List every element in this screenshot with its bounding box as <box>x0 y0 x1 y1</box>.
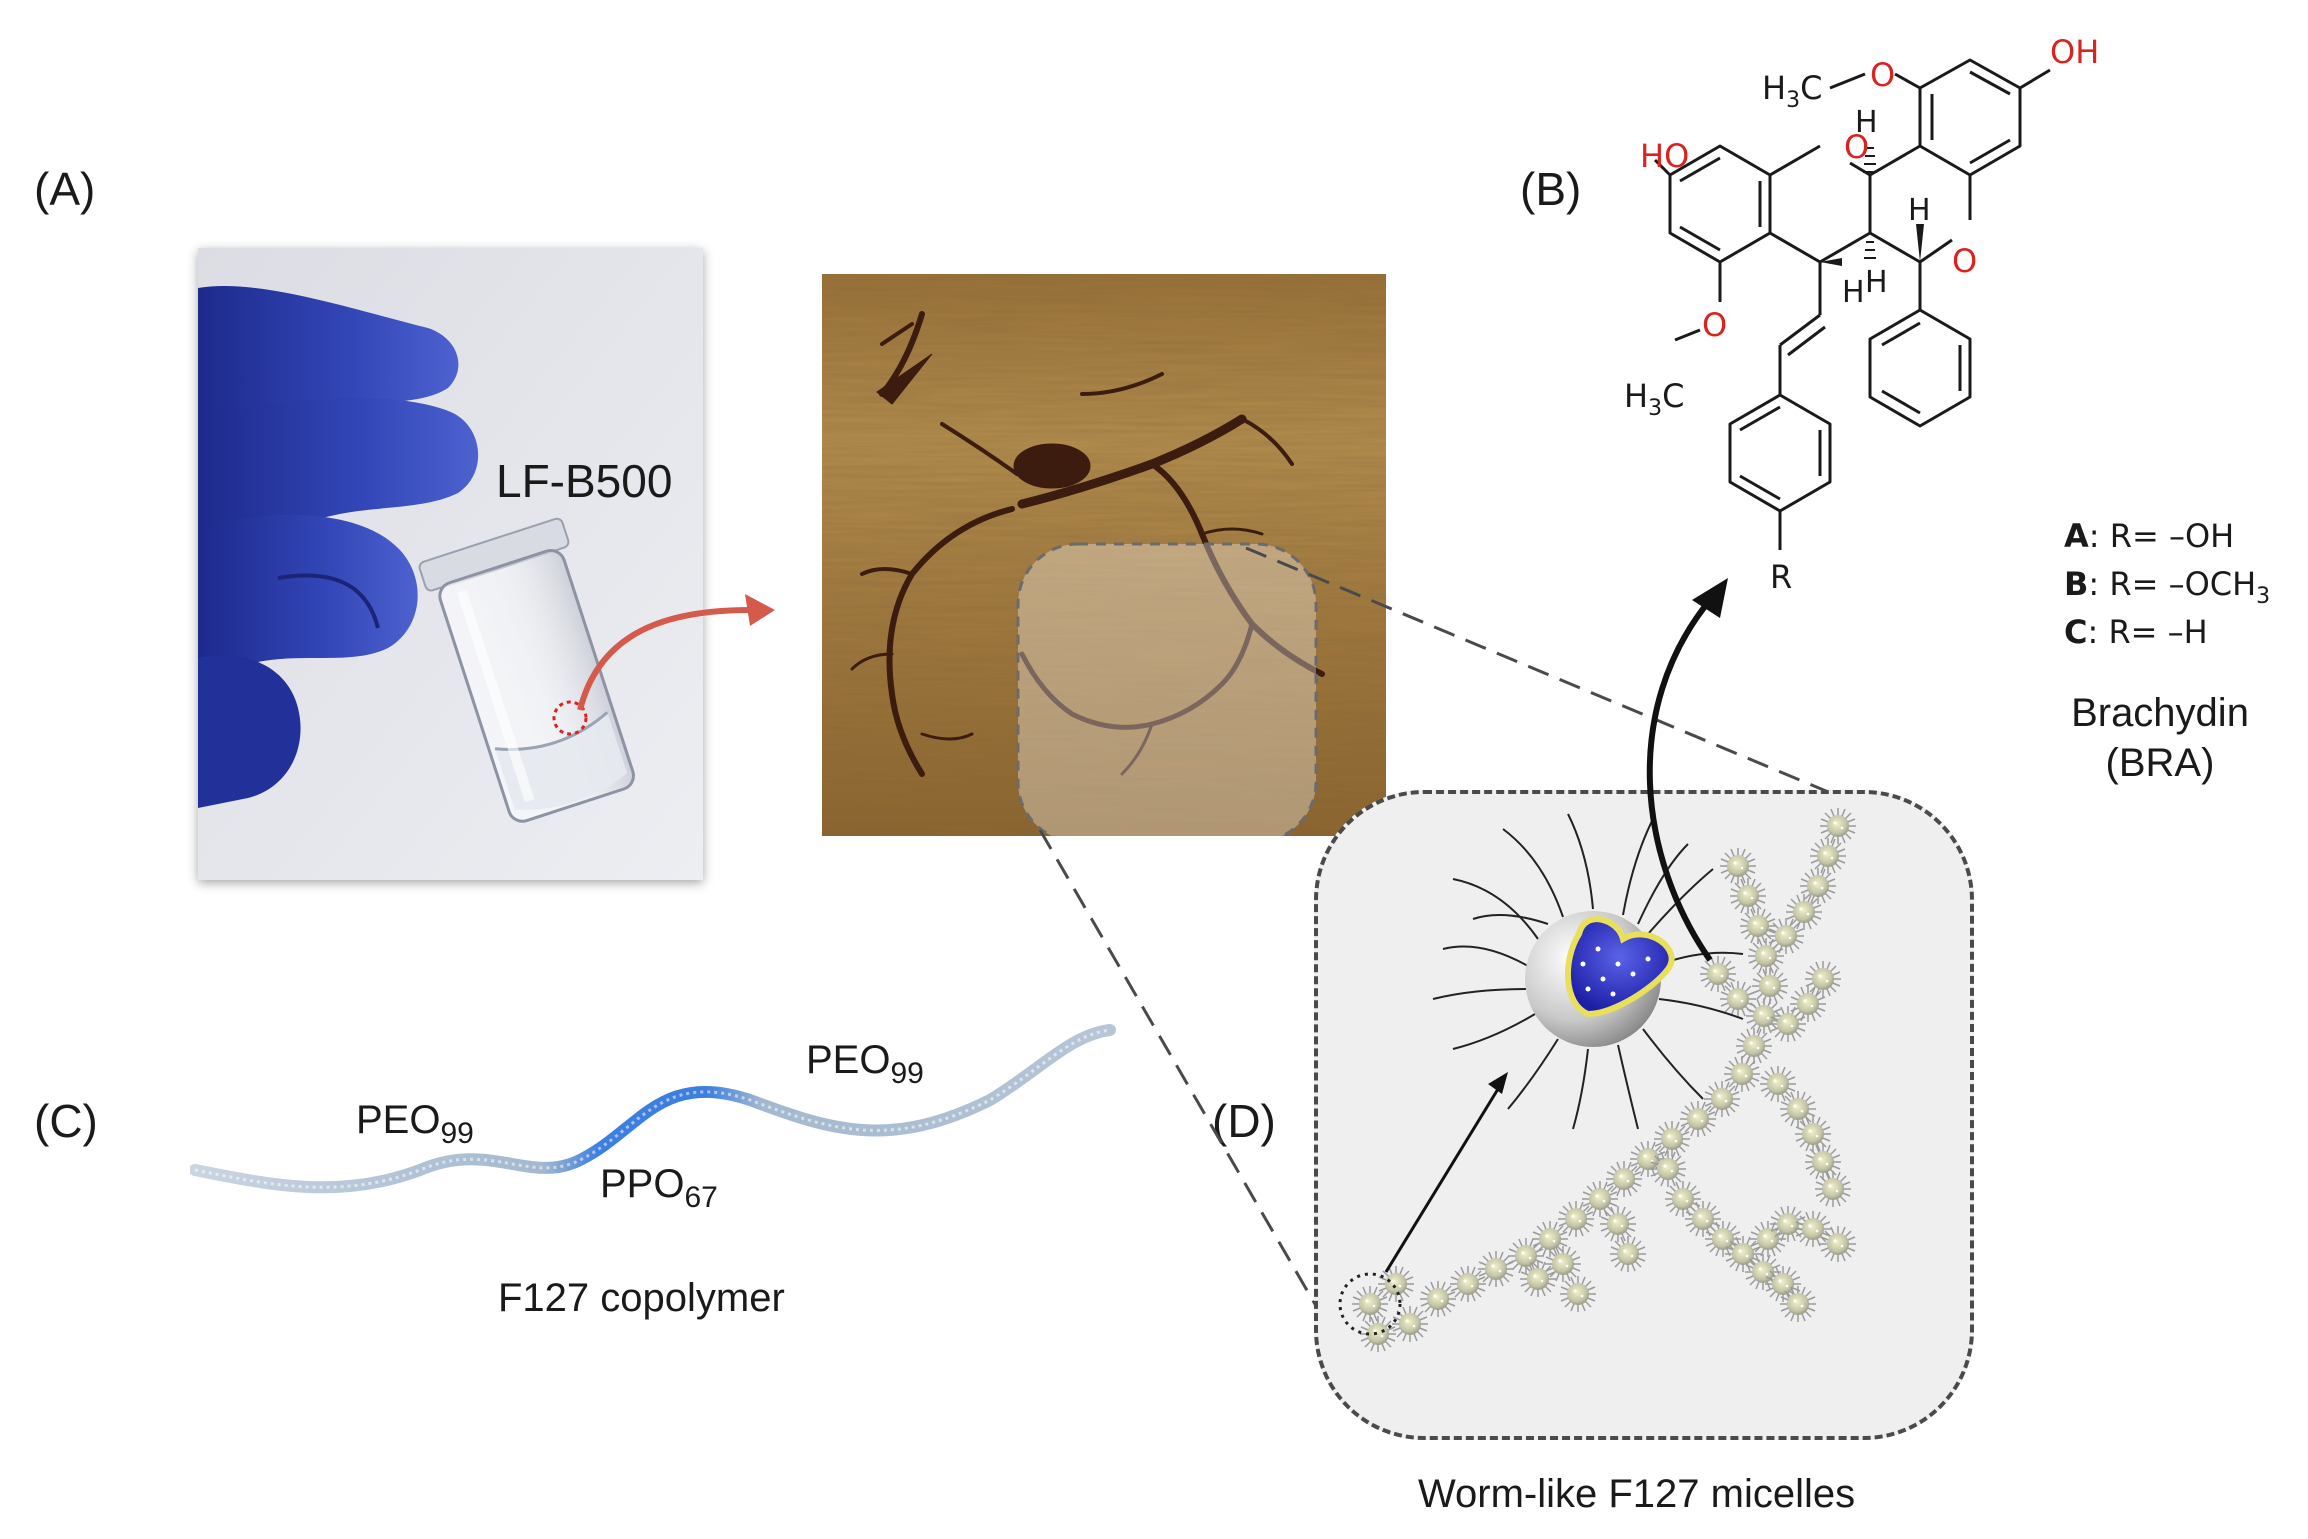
hydrogen-label-2: H <box>1842 275 1865 310</box>
methoxy-oxygen-bottom: O <box>1702 306 1727 344</box>
micelle-caption: Worm-like F127 micelles <box>1418 1472 1856 1516</box>
afm-image <box>822 274 1386 836</box>
panel-label-d: (D) <box>1212 1095 1276 1147</box>
methyl-bottom-label: H3C <box>1624 377 1685 421</box>
r-variant-c: C: R= –H <box>2064 613 2208 651</box>
r-variant-a: A: R= –OH <box>2064 517 2235 555</box>
copolymer-caption: F127 copolymer <box>498 1276 785 1320</box>
ring-oxygen-2: O <box>1952 242 1977 280</box>
f127-chain <box>190 1024 1116 1194</box>
red-transfer-arrow <box>577 594 775 711</box>
methoxy-oxygen-top: O <box>1870 56 1895 94</box>
compound-name: Brachydin (BRA) <box>2071 691 2249 785</box>
oh-right-label: OH <box>2050 33 2100 71</box>
r-group-label: R <box>1770 558 1792 596</box>
vial-photo: LF-B500 <box>198 248 703 880</box>
panel-label-a: (A) <box>34 163 96 215</box>
ppo-label: PPO67 <box>600 1162 718 1214</box>
micelle-panel <box>1314 790 1974 1440</box>
peo-right-label: PEO99 <box>806 1038 924 1090</box>
enlarged-micelle <box>1432 813 1744 1130</box>
selected-micelle-ring <box>1338 1272 1402 1336</box>
methyl-top-label: H3C <box>1762 69 1823 113</box>
panel-label-c: (C) <box>34 1095 98 1147</box>
release-arrow <box>1646 578 1728 962</box>
peo-left-label: PEO99 <box>356 1098 474 1150</box>
r-variant-list: A: R= –OH B: R= –OCH3 C: R= –H <box>2064 520 2270 648</box>
hydrogen-label-3: H <box>1865 265 1888 300</box>
brachydin-structure: O O O O H H H H R <box>1653 56 2051 596</box>
hydrogen-label-1: H <box>1855 105 1878 140</box>
ho-left-label: HO <box>1640 137 1690 175</box>
panel-label-b: (B) <box>1520 163 1582 215</box>
r-variant-b: B: R= –OCH3 <box>2064 565 2271 609</box>
sample-label: LF-B500 <box>496 455 673 507</box>
hydrogen-label-4: H <box>1908 193 1931 228</box>
ring-oxygen-1: O <box>1844 128 1869 166</box>
